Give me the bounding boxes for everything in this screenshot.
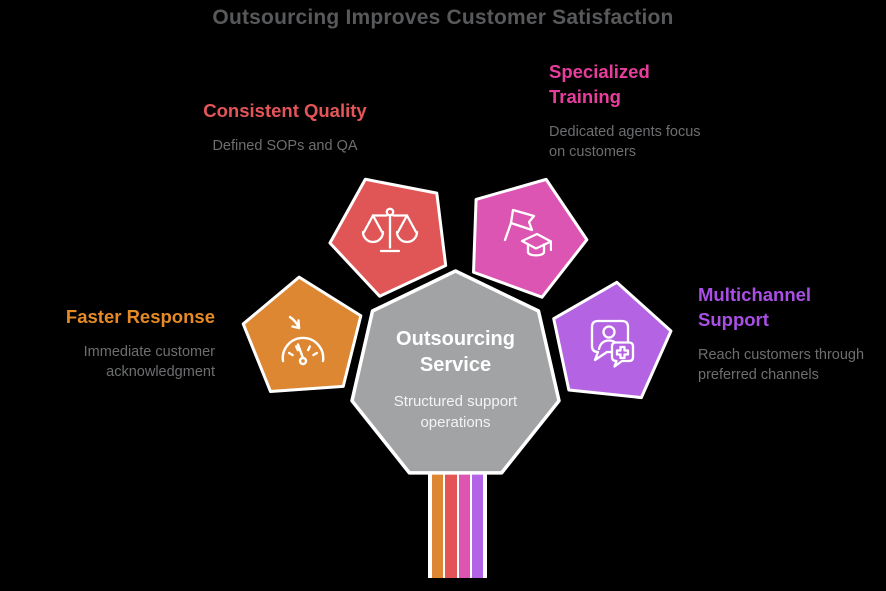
desc-consistent-quality: Defined SOPs and QA (212, 138, 358, 154)
customer-chat-plus-icon (585, 316, 637, 370)
label-faster-response: Faster Response (65, 306, 215, 327)
pentagon-faster-response (241, 275, 363, 394)
label-specialized-training: Specialized Training (549, 61, 650, 107)
stripe-orange (432, 471, 444, 578)
center-title: Outsourcing Service (396, 328, 515, 376)
center-heptagon (350, 269, 561, 475)
label-block-specialized-training: Specialized Training Dedicated agents fo… (549, 59, 711, 162)
desc-faster-response: Immediate customer acknowledgment (83, 344, 215, 380)
label-consistent-quality: Consistent Quality (203, 100, 367, 121)
speedometer-icon (274, 314, 330, 372)
label-multichannel-support: Multichannel Support (698, 284, 812, 330)
center-subtitle: Structured support operations (393, 393, 518, 431)
center-text-block: Outsourcing Service Structured support o… (352, 326, 559, 433)
label-block-consistent-quality: Consistent Quality Defined SOPs and QA (165, 98, 405, 156)
label-block-faster-response: Faster Response Immediate customer ackno… (15, 304, 215, 382)
connector-stripes (428, 471, 487, 578)
desc-specialized-training: Dedicated agents focus on customers (549, 124, 701, 160)
stripe-purple (471, 471, 483, 578)
stripe-pink (458, 471, 470, 578)
stripe-red (445, 471, 457, 578)
scales-icon (360, 205, 420, 255)
desc-multichannel-support: Reach customers through preferred channe… (698, 347, 865, 383)
label-block-multichannel-support: Multichannel Support Reach customers thr… (698, 282, 882, 385)
page-title: Outsourcing Improves Customer Satisfacti… (212, 6, 674, 29)
pentagon-consistent-quality (328, 177, 448, 298)
flag-graduation-cap-icon (498, 203, 552, 261)
